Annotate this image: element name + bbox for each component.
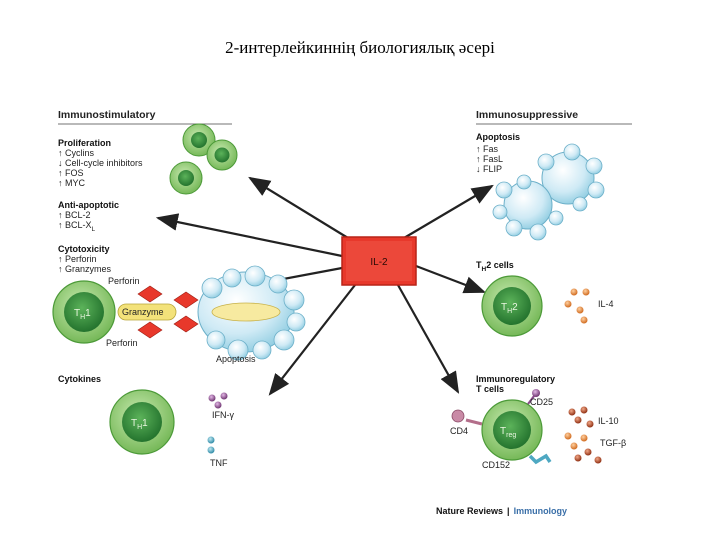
proliferation-item: ↑ MYC [58, 178, 86, 188]
apoptosis-right-item: ↓ FLIP [476, 164, 502, 174]
arrow-proliferation [248, 176, 349, 239]
cd4-label: CD4 [450, 426, 468, 436]
apoptosis-right-title: Apoptosis [476, 132, 520, 142]
cytokine-th1-cell: TH1 [109, 389, 175, 455]
th2-title: TH2 cells [476, 260, 514, 273]
perforin-top-label: Perforin [108, 276, 140, 286]
cytotoxicity-title: Cytotoxicity [58, 244, 110, 254]
tnf-label: TNF [210, 458, 228, 468]
arrow-th2 [415, 264, 487, 294]
ifn-gamma-label: IFN-γ [212, 410, 234, 420]
il2-label: IL-2 [370, 257, 388, 268]
immunosuppressive-header: Immunosuppressive [476, 109, 578, 121]
proliferation-title: Proliferation [58, 138, 111, 148]
arrow-cytokines [268, 284, 356, 396]
arrow-apoptosis-right [403, 184, 494, 239]
treg-cell-label: Treg [500, 426, 516, 439]
arrow-treg [397, 284, 460, 394]
anti-apoptotic-item: ↑ BCL-2 [58, 210, 91, 220]
anti-apoptotic-item: ↑ BCL-XL [58, 220, 96, 233]
cytotoxicity-item: ↑ Perforin [58, 254, 97, 264]
il10-label: IL-10 [598, 416, 619, 426]
th2-cell: TH2 [481, 275, 543, 337]
proliferating-cells [169, 123, 238, 195]
tnf-molecules [207, 436, 215, 454]
cytotoxic-th1-cell: TH1 [52, 280, 116, 344]
apoptosis-right-item: ↑ Fas [476, 144, 499, 154]
granzyme-label: Granzyme [122, 307, 164, 317]
th1-cell-label: TH1 [74, 308, 91, 321]
tgf-beta-molecules [564, 432, 602, 464]
apoptosis-right-item: ↑ FasL [476, 154, 503, 164]
tgf-beta-label: TGF-β [600, 438, 626, 448]
cd25-label: CD25 [530, 397, 553, 407]
treg-title-line1: Immunoregulatory [476, 374, 555, 384]
il4-label: IL-4 [598, 299, 614, 309]
cd152-receptor [528, 453, 552, 465]
il4-molecules [564, 288, 590, 324]
proliferation-item: ↓ Cell-cycle inhibitors [58, 158, 143, 168]
cd152-label: CD152 [482, 460, 510, 470]
th2-cell-label: TH2 [501, 302, 518, 315]
cytotoxicity-item: ↑ Granzymes [58, 264, 112, 274]
proliferation-item: ↑ FOS [58, 168, 84, 178]
granzyme-synapse: Granzyme [117, 285, 199, 339]
il2-center: IL-2 [341, 236, 417, 286]
th1-cytokine-label: TH1 [131, 418, 148, 431]
cytokines-title: Cytokines [58, 374, 101, 384]
proliferation-item: ↑ Cyclins [58, 148, 95, 158]
credit: Nature Reviews|Immunology [436, 506, 567, 516]
ifn-gamma-molecules [208, 392, 228, 409]
cd4-receptor [451, 409, 483, 426]
apoptotic-target-cell [197, 265, 306, 361]
treg-cell: Treg [481, 399, 543, 461]
apoptotic-bubble-cells [492, 143, 605, 241]
cd25-receptor [527, 389, 540, 405]
perforin-bottom-label: Perforin [106, 338, 138, 348]
immunostimulatory-header: Immunostimulatory [58, 109, 156, 121]
il10-molecules [568, 406, 594, 428]
slide-title: 2-интерлейкиннің биологиялық әсері [225, 38, 495, 57]
treg-title-line2: T cells [476, 384, 504, 394]
arrow-anti-apoptotic [155, 213, 343, 258]
apoptosis-label-left: Apoptosis [216, 354, 256, 364]
anti-apoptotic-title: Anti-apoptotic [58, 200, 119, 210]
